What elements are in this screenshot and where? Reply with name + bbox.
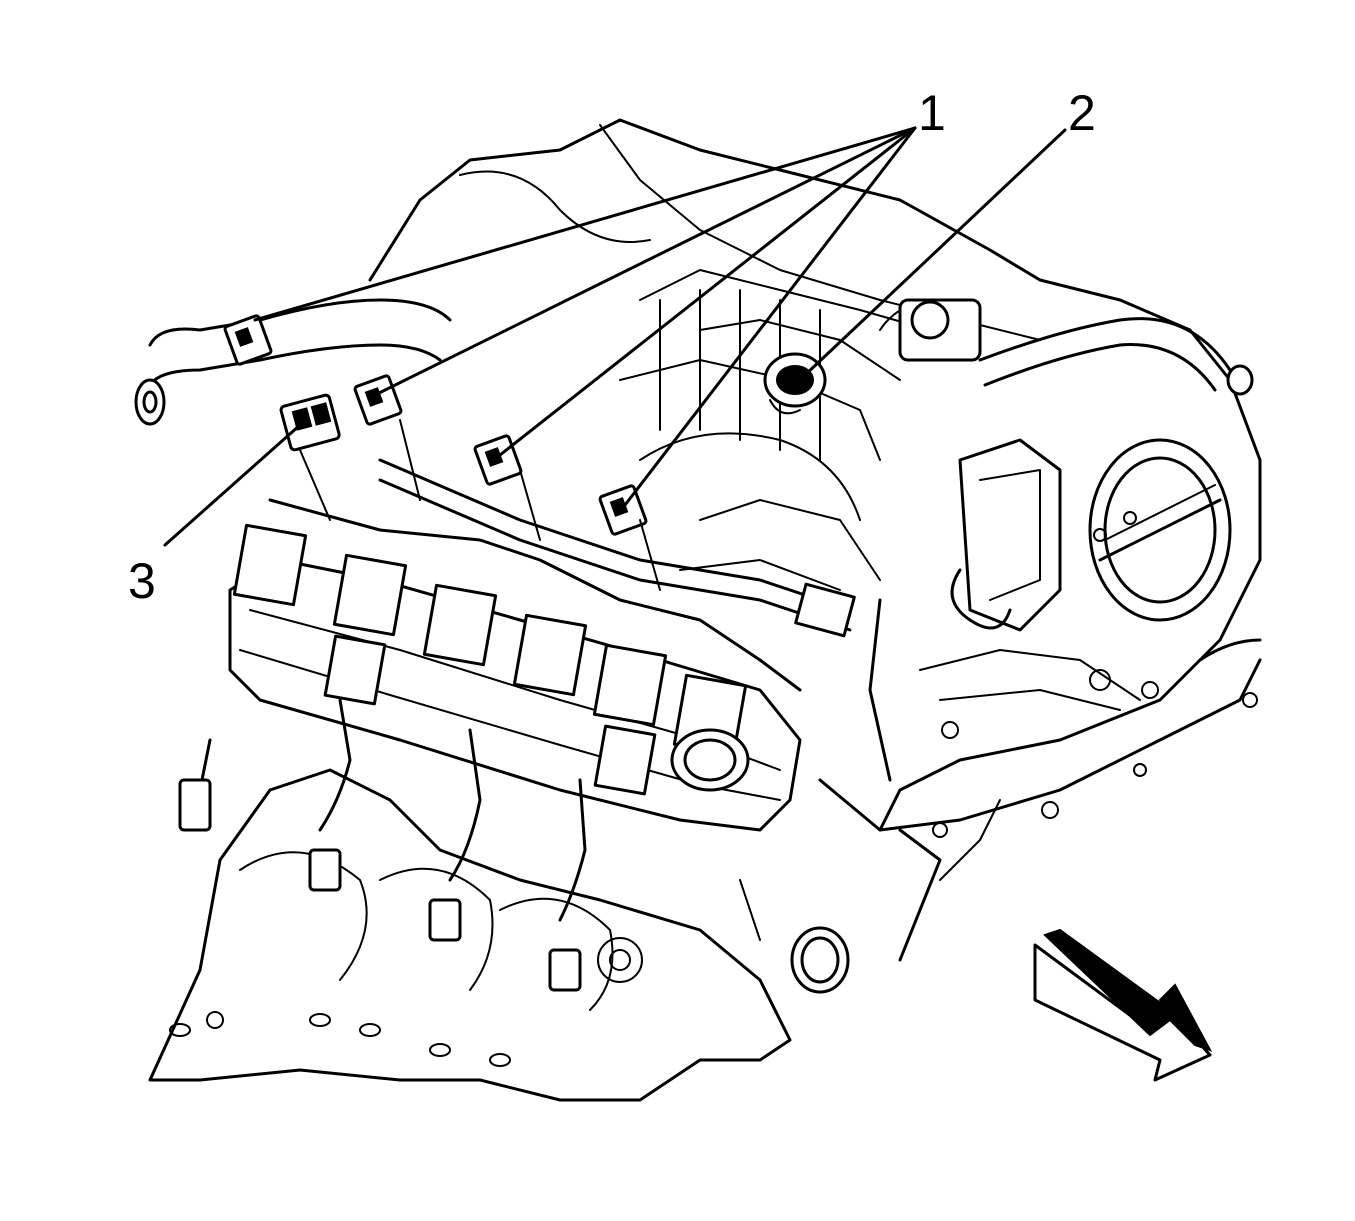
exhaust-manifold bbox=[148, 768, 792, 1102]
map-sensor-connector bbox=[763, 352, 827, 415]
left-coolant-hose bbox=[148, 298, 452, 347]
wiring-harness bbox=[268, 498, 802, 692]
oil-fill-cap bbox=[670, 728, 750, 792]
harness-connector bbox=[279, 393, 341, 452]
fuel-rail bbox=[378, 458, 852, 612]
engine-block-right bbox=[818, 658, 1262, 832]
callout-leaders bbox=[163, 126, 1067, 547]
callout-3: 3 bbox=[128, 553, 156, 609]
intake-plenum-outline bbox=[368, 118, 1262, 832]
callout-1: 1 bbox=[918, 85, 946, 141]
valve-cover-left bbox=[228, 558, 802, 832]
throttle-body bbox=[950, 438, 1232, 632]
callout-2: 2 bbox=[1068, 85, 1096, 141]
pcv-hose bbox=[978, 317, 1232, 372]
engine-illustration bbox=[134, 118, 1262, 1102]
front-direction-arrow-icon bbox=[1033, 928, 1213, 1082]
ignition-coils bbox=[232, 523, 748, 796]
